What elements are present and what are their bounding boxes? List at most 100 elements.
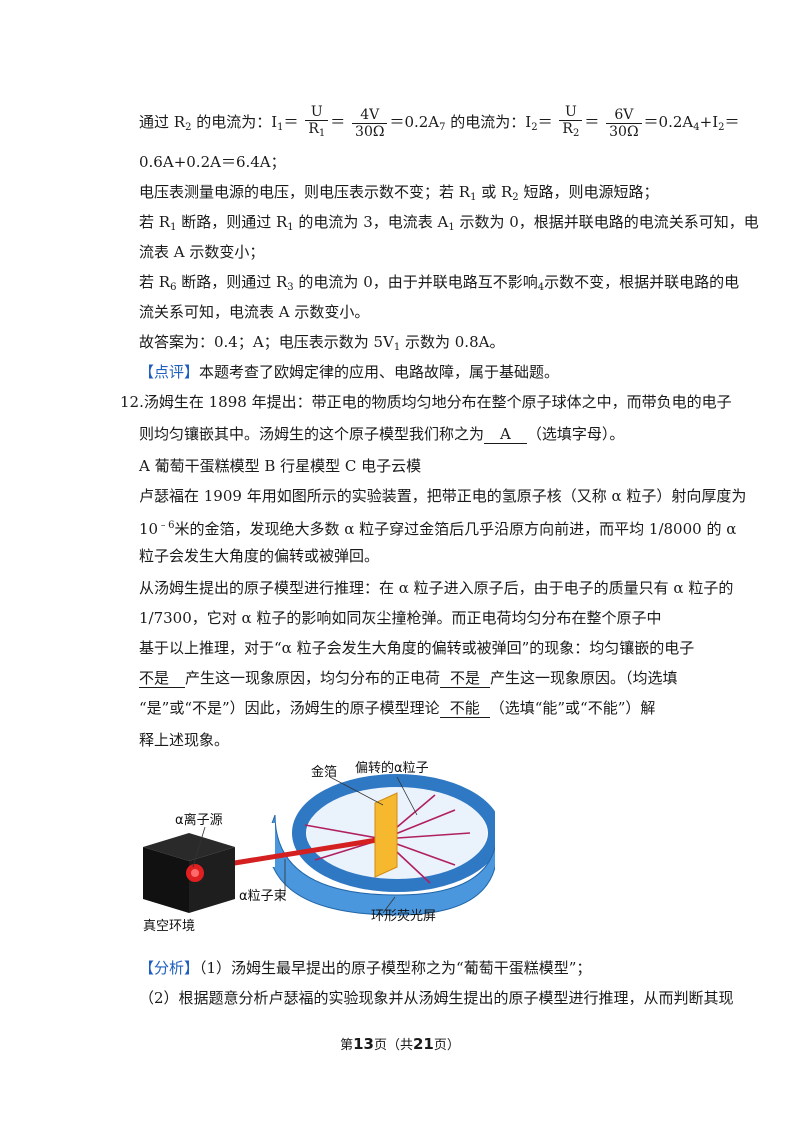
comment-line: 【点评】本题考查了欧姆定律的应用、电路故障，属于基础题。	[139, 362, 559, 382]
footer-text: 页（共	[373, 1038, 413, 1053]
text: 通过 R	[139, 113, 186, 131]
text-line: 若 R6 断路，则通过 R3 的电流为 0，由于并联电路互不影响4示数不变，根据…	[139, 272, 739, 298]
text-line: 粒子会发生大角度的偏转或被弹回。	[139, 547, 380, 565]
text: 示数不变，根据并联电路的电	[544, 273, 740, 291]
page-number: 13	[353, 1035, 374, 1053]
subscript: 2	[531, 122, 538, 133]
answer-blank: 不是	[440, 669, 491, 688]
answer-blank: A	[484, 425, 527, 444]
text: 若 R	[139, 273, 171, 291]
text: 米的金箔，发现绝大多数 α 粒子穿过金箔后几乎沿原方向前进，而平均 1/8000…	[174, 520, 737, 538]
text: R	[308, 121, 319, 137]
text: （选填“能”或“不能”）解	[489, 699, 656, 717]
analysis-tag: 【分析】	[139, 959, 200, 977]
source-box-side	[189, 847, 235, 913]
text: ＝	[330, 113, 346, 131]
text-line: 1/7300，它对 α 粒子的影响如同灰尘撞枪弹。而正电荷均匀分布在整个原子中	[139, 609, 662, 627]
text: 的电流为 3，电流表 A	[293, 213, 449, 231]
options-line: A 葡萄干蛋糕模型 B 行星模型 C 电子云模	[139, 457, 422, 475]
question-number: 12.	[120, 393, 144, 411]
text-line: 流表 A 示数变小；	[139, 243, 265, 261]
text: 的电流为 0，由于并联电路互不影响	[293, 273, 538, 291]
text: （选填字母）。	[526, 425, 625, 443]
denominator: R2	[559, 121, 582, 142]
numerator: U	[305, 104, 329, 121]
text: 产生这一现象原因，均匀分布的正电荷	[185, 669, 441, 687]
subscript: 7	[439, 122, 446, 133]
leader-line	[192, 826, 206, 868]
text: 断路，则通过 R	[176, 213, 288, 231]
text: ＝	[283, 113, 299, 131]
text: 本题考查了欧姆定律的应用、电路故障，属于基础题。	[199, 363, 560, 381]
subscript: 1	[393, 342, 401, 353]
superscript: ﹣6	[158, 520, 175, 531]
text: 短路，则电源短路；	[518, 183, 659, 201]
answer-blank: 不是	[139, 669, 186, 688]
text-line: 释上述现象。	[139, 731, 230, 749]
subscript: 1	[318, 128, 326, 139]
text: 电压表测量电源的电压，则电压表示数不变；若 R	[139, 183, 471, 201]
label-deflected-alpha: 偏转的α粒子	[355, 761, 429, 776]
text: ＝	[584, 113, 600, 131]
numerator: U	[559, 104, 583, 121]
leader-line	[382, 896, 396, 914]
label-alpha-beam: α粒子束	[239, 889, 287, 904]
subscript: 6	[170, 282, 177, 293]
question-12-line: 12.汤姆生在 1898 年提出：带正电的物质均匀地分布在整个原子球体之中，而带…	[120, 392, 732, 412]
text: 的电流为：I	[445, 113, 532, 131]
text-line: 不是产生这一现象原因，均匀分布的正电荷不是产生这一现象原因。（均选填	[139, 668, 678, 688]
text-line: 若 R1 断路，则通过 R1 的电流为 3，电流表 A1 示数为 0，根据并联电…	[139, 212, 759, 238]
text: 或 R	[476, 183, 513, 201]
label-vacuum: 真空环境	[143, 919, 196, 934]
label-alpha-source: α离子源	[175, 813, 223, 828]
text: +I	[699, 113, 719, 131]
text: ＝0.2A	[643, 113, 694, 131]
subscript: 2	[185, 122, 192, 133]
denominator: 30Ω	[609, 123, 639, 140]
text: ＝0.2A	[389, 113, 440, 131]
leader-line	[329, 776, 384, 806]
subscript: 2	[572, 128, 580, 139]
subscript: 4	[693, 122, 700, 133]
numerator: 6V	[606, 107, 642, 124]
denominator: 30Ω	[355, 123, 385, 140]
leader-line	[396, 776, 418, 816]
text-line: 电压表测量电源的电压，则电压表示数不变；若 R1 或 R2 短路，则电源短路；	[139, 182, 658, 208]
deflected-ray	[304, 824, 384, 840]
source-glow-core	[191, 869, 199, 877]
analysis-line: 【分析】（1）汤姆生最早提出的原子模型称之为“葡萄干蛋糕模型”；	[139, 958, 591, 978]
text: 汤姆生在 1898 年提出：带正电的物质均匀地分布在整个原子球体之中，而带负电的…	[143, 393, 732, 411]
answer-line: 故答案为：0.4；A；电压表示数为 5V1 示数为 0.8A。	[139, 332, 504, 358]
text: 10	[139, 520, 159, 538]
text-line: 0.6A+0.2A＝6.4A；	[139, 153, 286, 171]
subscript: 1	[287, 222, 294, 233]
subscript: 3	[287, 282, 294, 293]
text: 产生这一现象原因。（均选填	[490, 669, 678, 687]
footer-text: 第	[340, 1038, 354, 1053]
text: ＝	[724, 113, 740, 131]
text: 故答案为：0.4；A；电压表示数为 5V	[139, 333, 394, 351]
subscript: 4	[537, 282, 545, 293]
label-gold-foil: 金箔	[311, 765, 338, 780]
text-line: “是”或“不是”）因此，汤姆生的原子模型理论不能（选填“能”或“不能”）解	[139, 698, 655, 718]
text: 则均匀镶嵌其中。汤姆生的这个原子模型我们称之为	[139, 425, 485, 443]
subscript: 2	[512, 192, 519, 203]
rutherford-figure: 金箔 偏转的α粒子 α离子源 α粒子束 环形荧光屏 真空环境	[135, 755, 502, 935]
text: “是”或“不是”）因此，汤姆生的原子模型理论	[139, 699, 440, 717]
text: 断路，则通过 R	[176, 273, 288, 291]
alpha-beam	[209, 836, 384, 870]
page-footer: 第13页（共21页）	[0, 1034, 800, 1053]
subscript: 1	[448, 222, 455, 233]
comment-tag: 【点评】	[139, 363, 200, 381]
text-line: 从汤姆生提出的原子模型进行推理：在 α 粒子进入原子后，由于电子的质量只有 α …	[139, 579, 734, 597]
text: （1）汤姆生最早提出的原子模型称之为“葡萄干蛋糕模型”；	[199, 959, 592, 977]
text-line: 流关系可知，电流表 A 示数变小。	[139, 303, 370, 321]
text-line: （2）根据题意分析卢瑟福的实验现象并从汤姆生提出的原子模型进行推理，从而判断其现	[139, 989, 734, 1007]
subscript: 1	[277, 122, 284, 133]
subscript: 1	[170, 222, 177, 233]
label-ring-screen: 环形荧光屏	[371, 909, 437, 924]
